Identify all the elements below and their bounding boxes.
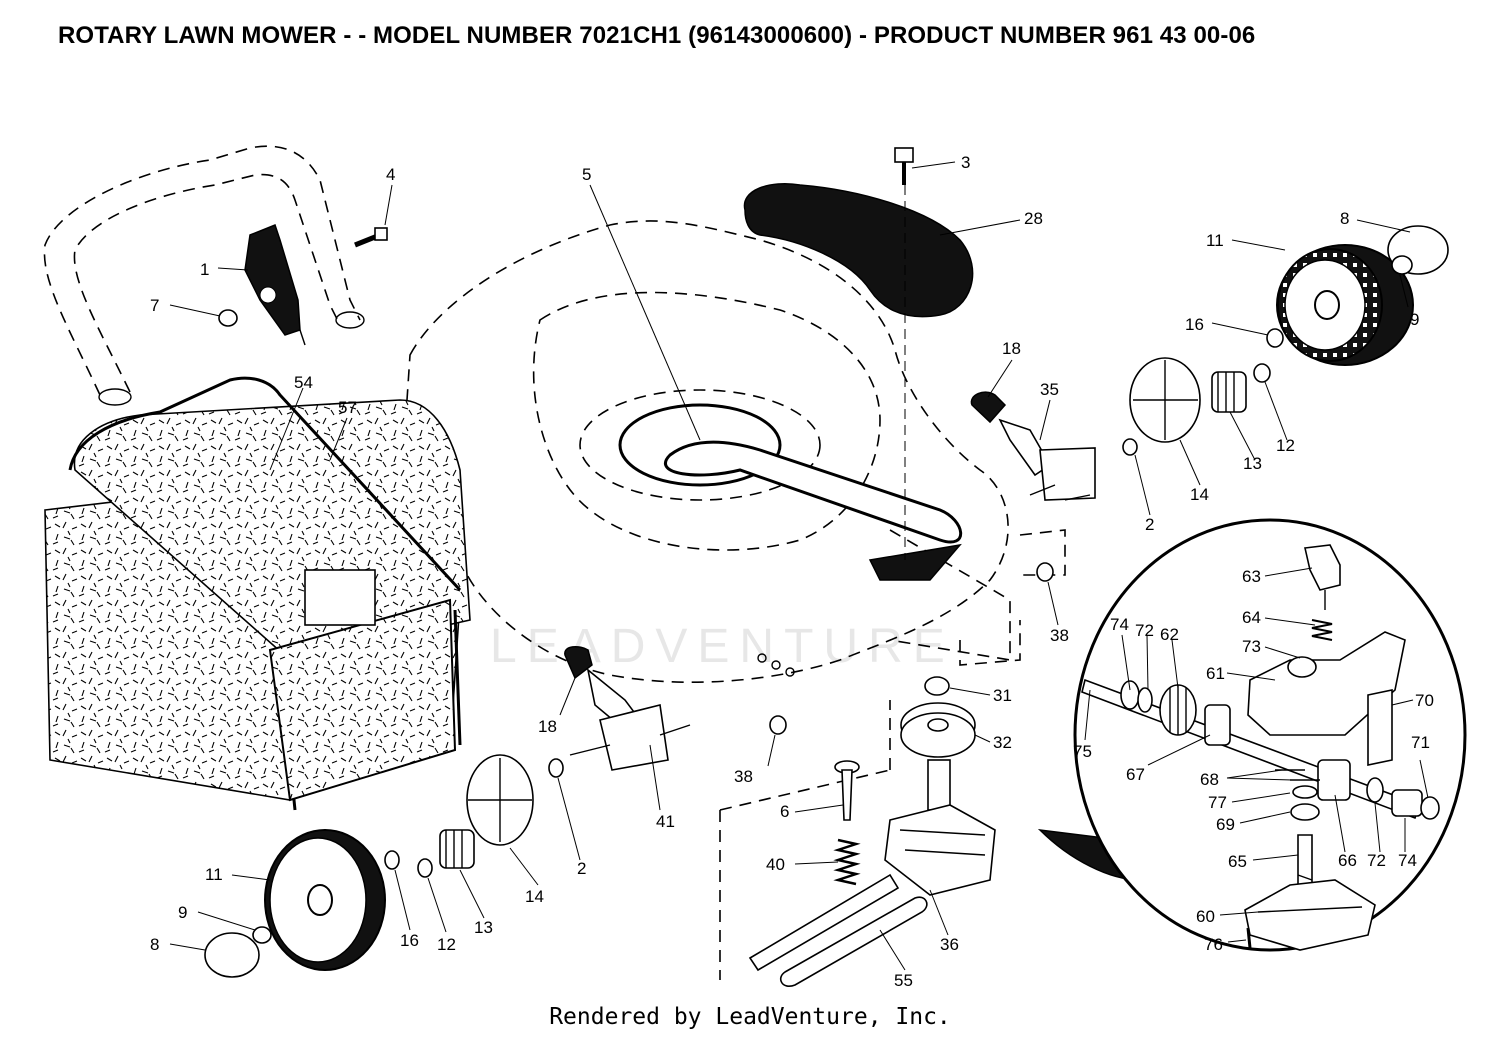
callout-labels: 1 4 7 5 3 28 8 11 9 16 18 35 12 13 14 2 … bbox=[150, 153, 1434, 990]
bolt bbox=[894, 147, 914, 185]
callout-68: 68 bbox=[1200, 770, 1219, 789]
callout-16a: 16 bbox=[1185, 315, 1204, 334]
callout-76: 76 bbox=[1204, 935, 1223, 954]
drive-axle bbox=[748, 873, 928, 987]
transmission bbox=[884, 759, 996, 896]
wheel-dust-cover-right bbox=[1129, 357, 1201, 443]
callout-13b: 13 bbox=[474, 918, 493, 937]
wheel-dust-cover-left bbox=[466, 754, 534, 846]
small-washers bbox=[757, 653, 795, 677]
callout-12b: 12 bbox=[437, 935, 456, 954]
page-title: ROTARY LAWN MOWER - - MODEL NUMBER 7021C… bbox=[58, 22, 1256, 49]
callout-12a: 12 bbox=[1276, 436, 1295, 455]
callout-4: 4 bbox=[386, 165, 395, 184]
callout-72b: 72 bbox=[1367, 851, 1386, 870]
pulley-nut bbox=[924, 676, 950, 696]
callout-leaders bbox=[169, 161, 1429, 971]
callout-5: 5 bbox=[582, 165, 591, 184]
callout-9a: 9 bbox=[1410, 310, 1419, 329]
handle-outline bbox=[43, 145, 365, 406]
bushing-2 bbox=[769, 715, 787, 735]
callout-35: 35 bbox=[1040, 380, 1059, 399]
nut bbox=[218, 309, 238, 327]
spring bbox=[833, 838, 861, 886]
callout-41: 41 bbox=[656, 812, 675, 831]
footer-credit: Rendered by LeadVenture, Inc. bbox=[549, 1004, 951, 1030]
callout-62: 62 bbox=[1160, 625, 1179, 644]
grass-bag bbox=[44, 376, 471, 811]
pulley bbox=[900, 702, 976, 758]
callout-72a: 72 bbox=[1135, 621, 1154, 640]
callout-2b: 2 bbox=[577, 859, 586, 878]
snap-ring-2 bbox=[417, 858, 433, 878]
callout-7: 7 bbox=[150, 296, 159, 315]
callout-1: 1 bbox=[200, 260, 209, 279]
callout-69: 69 bbox=[1216, 815, 1235, 834]
callout-8b: 8 bbox=[150, 935, 159, 954]
callout-11b: 11 bbox=[205, 865, 223, 884]
drive-pinion-left bbox=[439, 829, 475, 869]
detail-inset bbox=[1037, 518, 1467, 952]
washer bbox=[1266, 328, 1284, 348]
callout-14a: 14 bbox=[1190, 485, 1209, 504]
watermark-text: LEADVENTURE bbox=[490, 620, 955, 673]
callout-54: 54 bbox=[294, 373, 313, 392]
gear-62 bbox=[1159, 684, 1197, 736]
callout-71: 71 bbox=[1411, 733, 1430, 752]
callout-66: 66 bbox=[1338, 851, 1357, 870]
washer-2 bbox=[1122, 438, 1138, 456]
callout-38b: 38 bbox=[734, 767, 753, 786]
callout-6: 6 bbox=[780, 802, 789, 821]
snap-ring bbox=[1253, 363, 1271, 383]
washer-4 bbox=[548, 758, 564, 778]
callout-77: 77 bbox=[1208, 793, 1227, 812]
callout-2a: 2 bbox=[1145, 515, 1154, 534]
callout-67: 67 bbox=[1126, 765, 1145, 784]
callout-9b: 9 bbox=[178, 903, 187, 922]
callout-75: 75 bbox=[1073, 742, 1092, 761]
callout-73: 73 bbox=[1242, 637, 1261, 656]
callout-64: 64 bbox=[1242, 608, 1261, 627]
callout-16b: 16 bbox=[400, 931, 419, 950]
callout-65: 65 bbox=[1228, 852, 1247, 871]
rear-wheel-left bbox=[264, 829, 386, 971]
hub-nut-2 bbox=[252, 926, 272, 944]
callout-28: 28 bbox=[1024, 209, 1043, 228]
height-adjuster-right bbox=[970, 391, 1096, 501]
height-adjust-lever bbox=[244, 224, 306, 346]
rear-wheel-right bbox=[1276, 244, 1414, 366]
callout-11a: 11 bbox=[1206, 231, 1224, 250]
bushing bbox=[1036, 562, 1054, 582]
callout-18b: 18 bbox=[538, 717, 557, 736]
callout-70: 70 bbox=[1415, 691, 1434, 710]
callout-31: 31 bbox=[993, 686, 1012, 705]
drive-pinion-right bbox=[1211, 371, 1247, 413]
callout-57: 57 bbox=[338, 398, 357, 417]
hubcap-2 bbox=[204, 932, 260, 978]
callout-60: 60 bbox=[1196, 907, 1215, 926]
callout-40: 40 bbox=[766, 855, 785, 874]
callout-36: 36 bbox=[940, 935, 959, 954]
handle-bolt bbox=[354, 227, 388, 248]
callout-3: 3 bbox=[961, 153, 970, 172]
washer-3 bbox=[384, 850, 400, 870]
callout-8a: 8 bbox=[1340, 209, 1349, 228]
callout-55: 55 bbox=[894, 971, 913, 990]
drive-belt bbox=[664, 440, 963, 581]
callout-38a: 38 bbox=[1050, 626, 1069, 645]
callout-14b: 14 bbox=[525, 887, 544, 906]
callout-32: 32 bbox=[993, 733, 1012, 752]
callout-74a: 74 bbox=[1110, 615, 1129, 634]
callout-74b: 74 bbox=[1398, 851, 1417, 870]
pin bbox=[834, 760, 860, 821]
callout-63: 63 bbox=[1242, 567, 1261, 586]
belt-cover bbox=[743, 183, 974, 318]
callout-61: 61 bbox=[1206, 664, 1225, 683]
callout-18a: 18 bbox=[1002, 339, 1021, 358]
callout-13a: 13 bbox=[1243, 454, 1262, 473]
hub-nut bbox=[1391, 255, 1413, 275]
